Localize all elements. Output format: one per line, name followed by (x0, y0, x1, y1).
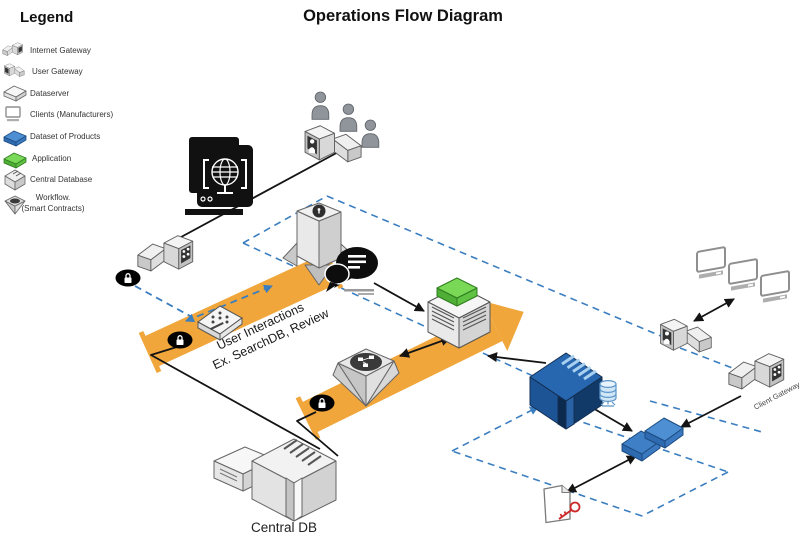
lock-icon (167, 331, 193, 349)
client-monitors (696, 246, 790, 303)
dataset-cube-icon (529, 352, 603, 430)
legend-label: Application (32, 154, 71, 163)
keypad-icon (197, 305, 243, 341)
application-box-icon (436, 277, 478, 307)
legend-item-user-gateway: User Gateway (4, 63, 83, 77)
user-gateway-right-icon (660, 318, 712, 353)
link-lock-central-db (150, 345, 321, 450)
internet-gateway-icon (137, 235, 194, 272)
central-db-label: Central DB (251, 520, 317, 535)
legend-label: Internet Gateway (30, 46, 91, 55)
link-users-gateway (169, 149, 343, 244)
arrow-clientgw-to-datasets (680, 395, 742, 428)
legend-label: Central Database (30, 175, 93, 184)
legend-item-central-database: Central Database (4, 169, 93, 191)
monitor-icon (760, 270, 790, 303)
arrow-document-datasets (566, 455, 637, 493)
monitor-icon (696, 246, 726, 279)
legend-item-internet-gateway: Internet Gateway (2, 42, 91, 56)
dashed-edge (649, 400, 763, 433)
arrow-workflow-server (399, 336, 451, 358)
lock-badges (115, 269, 335, 412)
workflow-pyramid-icon (332, 348, 400, 407)
document-key-icon (543, 484, 581, 524)
legend-label: Dataset of Products (30, 132, 100, 141)
central-db-icon (213, 438, 337, 522)
flow-band-arrowhead (482, 300, 524, 352)
arrow-cube-to-band (487, 352, 547, 364)
legend-item-dataset: Dataset of Products (3, 130, 100, 147)
dashed-edge-arrow (451, 406, 539, 452)
dashed-lock-link (134, 285, 193, 318)
app-server-icon (427, 277, 491, 349)
pedestal-tower-icon (282, 202, 356, 286)
dashed-edge (242, 195, 328, 244)
database-cylinder-icon (599, 380, 617, 407)
dashed-edge (242, 242, 534, 377)
dashed-edge (641, 471, 729, 517)
internet-terminal-icon (185, 137, 253, 215)
chat-bubbles-icon (324, 247, 378, 295)
legend-label: User Gateway (32, 67, 83, 76)
client-gateway-label: Client Gateway (752, 380, 801, 412)
user-gateway-icon (304, 125, 362, 163)
dataset-tile-icon (644, 417, 684, 449)
legend-item-workflow: Workflow. (Smart Contracts) (4, 193, 85, 215)
page-title: Operations Flow Diagram (303, 7, 503, 25)
legend-item-application: Application (3, 152, 71, 169)
lock-icon (115, 269, 141, 287)
link-band-central-db (296, 411, 339, 457)
dashed-band-double-arrow (185, 284, 273, 323)
monitor-icon (728, 258, 758, 291)
legend-label: Workflow. (36, 193, 71, 202)
lock-icon (309, 394, 335, 412)
dashed-flow-arrows (134, 284, 273, 323)
legend-label-line2: (Smart Contracts) (21, 204, 84, 213)
client-gateway-icon (728, 353, 785, 390)
dataset-tile-icons (621, 417, 684, 462)
legend-label: Dataserver (30, 89, 69, 98)
legend-heading: Legend (20, 9, 73, 26)
legend-label: Clients (Manufacturers) (30, 110, 113, 119)
legend-item-dataserver: Dataserver (3, 85, 69, 102)
solid-connectors (150, 149, 742, 493)
arrow-chat-to-server (373, 282, 425, 312)
key-glyph (558, 501, 581, 520)
dashed-edge (679, 347, 736, 370)
dashed-edge (451, 450, 643, 517)
arrow-monitors-gateway (693, 298, 735, 322)
legend: Legend Internet Gateway User Gateway Dat… (2, 9, 113, 215)
dashed-edge (326, 195, 669, 340)
legend-item-clients: Clients (Manufacturers) (5, 106, 113, 122)
